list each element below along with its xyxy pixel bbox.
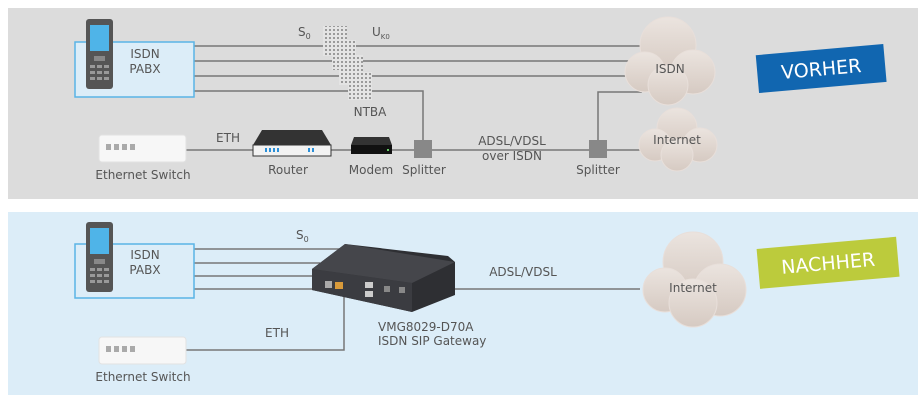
internet-cloud-icon bbox=[638, 107, 718, 172]
modem-label: Modem bbox=[349, 163, 393, 177]
internet-cloud-icon bbox=[642, 231, 747, 328]
s0-label: S0 bbox=[296, 228, 309, 244]
uk0-label: UK0 bbox=[372, 25, 390, 41]
ntba-label: NTBA bbox=[354, 105, 388, 119]
splitter-1-label: Splitter bbox=[402, 163, 446, 177]
isdn-cloud-label: ISDN bbox=[655, 62, 684, 76]
phone-icon bbox=[86, 222, 113, 292]
eth-label: ETH bbox=[265, 326, 289, 340]
isdn-cloud-icon bbox=[624, 16, 716, 106]
ethernet-switch-icon bbox=[98, 134, 187, 163]
eth-label: ETH bbox=[216, 131, 240, 145]
vorher-badge: VORHER bbox=[755, 44, 887, 94]
device-name: VMG8029-D70A bbox=[378, 320, 474, 334]
device-description: ISDN SIP Gateway bbox=[378, 334, 486, 348]
gateway-device-icon bbox=[312, 244, 455, 312]
adsl-label-2: over ISDN bbox=[482, 149, 542, 163]
pabx-label-2: PABX bbox=[129, 263, 160, 277]
internet-cloud-label: Internet bbox=[653, 133, 701, 147]
ntba-icon bbox=[323, 26, 372, 100]
modem-icon bbox=[351, 137, 392, 154]
router-label: Router bbox=[268, 163, 308, 177]
splitter-2-icon bbox=[589, 140, 607, 158]
switch-label: Ethernet Switch bbox=[95, 168, 190, 182]
splitter-2-label: Splitter bbox=[576, 163, 620, 177]
s0-label: S0 bbox=[298, 25, 311, 41]
after-panel: ISDN PABX S0 VMG8029-D70A ISDN SIP Gatew… bbox=[8, 212, 918, 395]
ethernet-switch-icon bbox=[98, 336, 187, 365]
phone-icon bbox=[86, 19, 113, 89]
after-lines bbox=[186, 248, 640, 351]
pabx-label-1: ISDN bbox=[130, 47, 159, 61]
internet-cloud-label: Internet bbox=[669, 281, 717, 295]
isdn-lines bbox=[186, 45, 642, 151]
adsl-label-1: ADSL/VDSL bbox=[478, 134, 546, 148]
pabx-label-1: ISDN bbox=[130, 248, 159, 262]
before-panel: ISDN PABX S0 UK0 NTBA Ethernet Switch ET… bbox=[8, 8, 918, 199]
adsl-label: ADSL/VDSL bbox=[489, 265, 557, 279]
splitter-1-icon bbox=[414, 140, 432, 158]
router-icon bbox=[252, 130, 332, 157]
pabx-label-2: PABX bbox=[129, 62, 160, 76]
nachher-badge: NACHHER bbox=[756, 236, 900, 289]
switch-label: Ethernet Switch bbox=[95, 370, 190, 384]
